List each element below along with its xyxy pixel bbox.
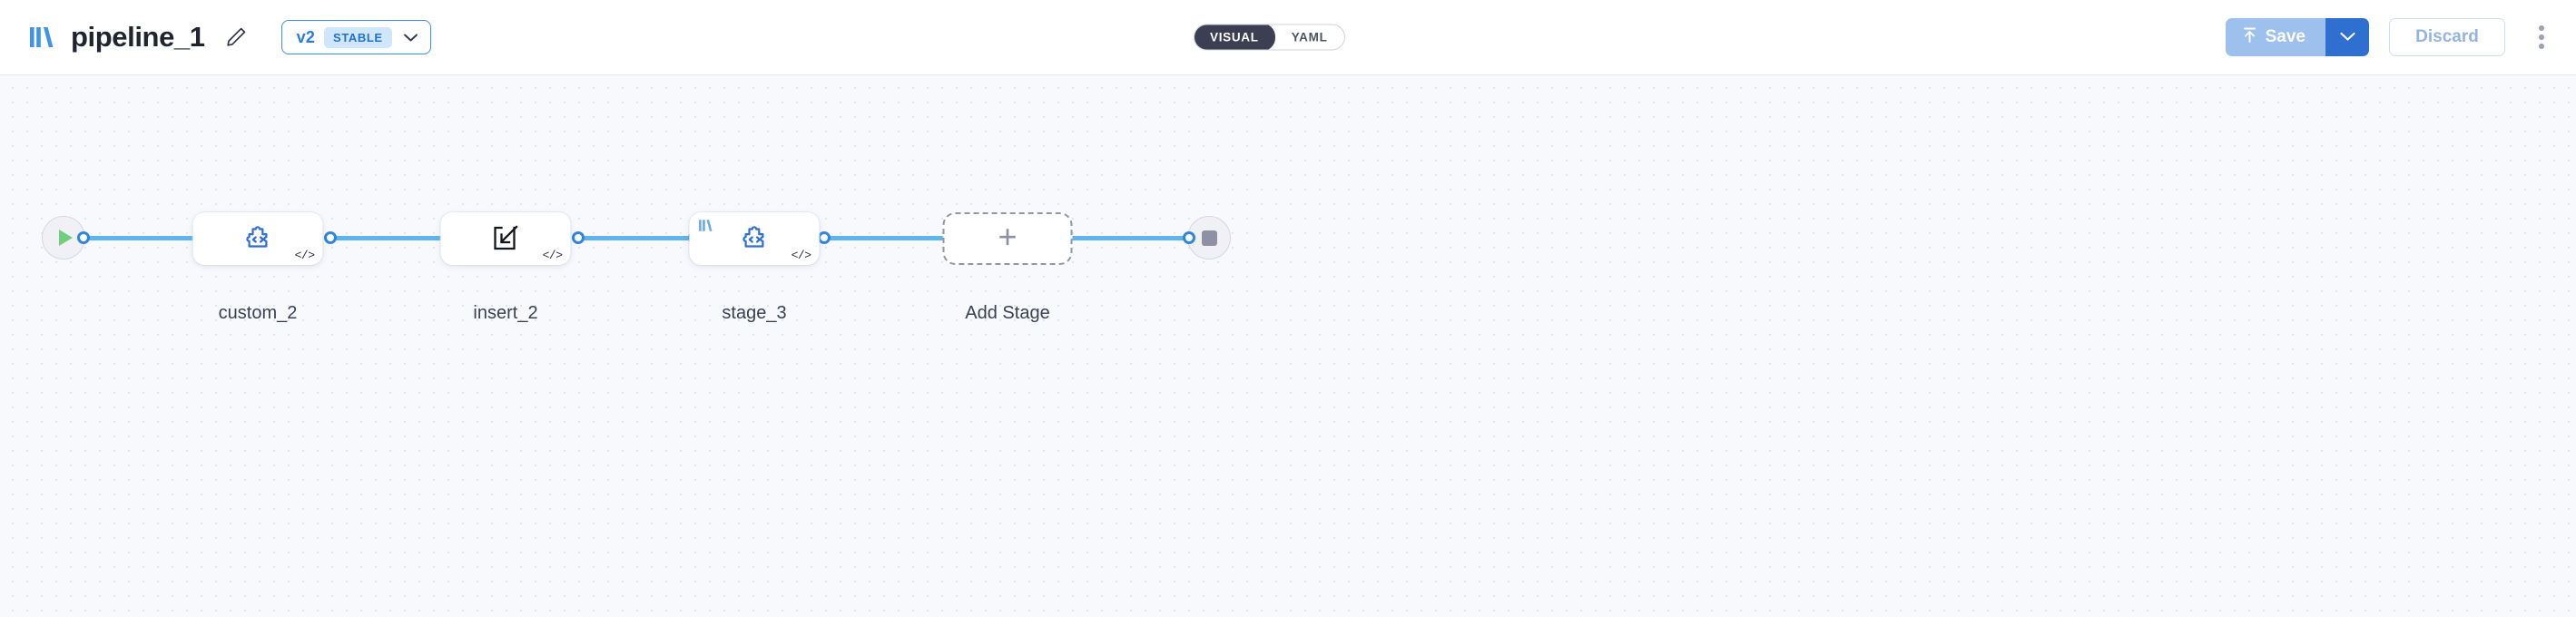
page-title: pipeline_1 [71,21,205,53]
pipeline-edge [330,235,448,240]
pipeline-graph: </> </> [0,75,2576,617]
version-number: v2 [296,27,316,46]
pipeline-bars-badge-icon [698,217,714,233]
pipeline-bars-logo-icon [27,22,58,53]
pipeline-edge [578,235,694,240]
stop-icon [1201,230,1217,246]
tab-visual[interactable]: VISUAL [1194,24,1275,50]
version-status-badge: STABLE [324,26,392,48]
header-left-group: pipeline_1 v2 STABLE [27,19,431,55]
pipeline-node-insert_2[interactable]: </> [440,212,571,265]
header-actions: Save Discard [2225,18,2558,56]
save-button[interactable]: Save [2225,18,2325,56]
chevron-down-icon [2339,31,2356,44]
connector-port[interactable] [572,231,585,244]
pipeline-node-custom_2[interactable]: </> [192,212,323,265]
pencil-icon[interactable] [218,19,254,55]
code-marker-label: </> [542,249,563,262]
insert-into-square-icon [490,223,521,254]
pipeline-node-stage_3[interactable]: </> [689,212,820,265]
node-label-add-stage: Add Stage [965,303,1050,323]
connector-port[interactable] [818,231,831,244]
node-label-stage_3: stage_3 [722,303,787,323]
app-header: pipeline_1 v2 STABLE VISUAL YAML [0,0,2576,75]
add-stage-button[interactable]: + [942,212,1073,265]
kebab-dot [2539,25,2544,31]
puzzle-code-icon [740,224,769,253]
play-icon [58,230,73,246]
view-mode-toggle[interactable]: VISUAL YAML [1194,24,1345,51]
connector-port[interactable] [1183,231,1195,244]
node-label-insert_2: insert_2 [473,303,538,323]
chevron-down-icon [401,27,421,47]
version-selector[interactable]: v2 STABLE [280,20,431,54]
connector-port[interactable] [77,231,90,244]
pipeline-edge [84,235,202,240]
plus-icon: + [998,218,1018,255]
save-options-dropdown-button[interactable] [2325,18,2369,56]
kebab-dot [2539,34,2544,40]
save-button-label: Save [2265,27,2306,46]
connector-port[interactable] [324,231,337,244]
code-marker-label: </> [294,249,315,262]
save-button-group: Save [2225,18,2369,56]
upload-arrow-icon [2242,26,2257,49]
discard-button[interactable]: Discard [2389,18,2505,56]
node-label-custom_2: custom_2 [218,303,298,323]
kebab-menu-icon[interactable] [2525,18,2558,56]
pipeline-canvas[interactable]: </> </> [0,75,2576,617]
kebab-dot [2539,44,2544,49]
tab-yaml[interactable]: YAML [1291,30,1328,44]
code-marker-label: </> [791,249,811,262]
puzzle-code-icon [243,224,272,253]
